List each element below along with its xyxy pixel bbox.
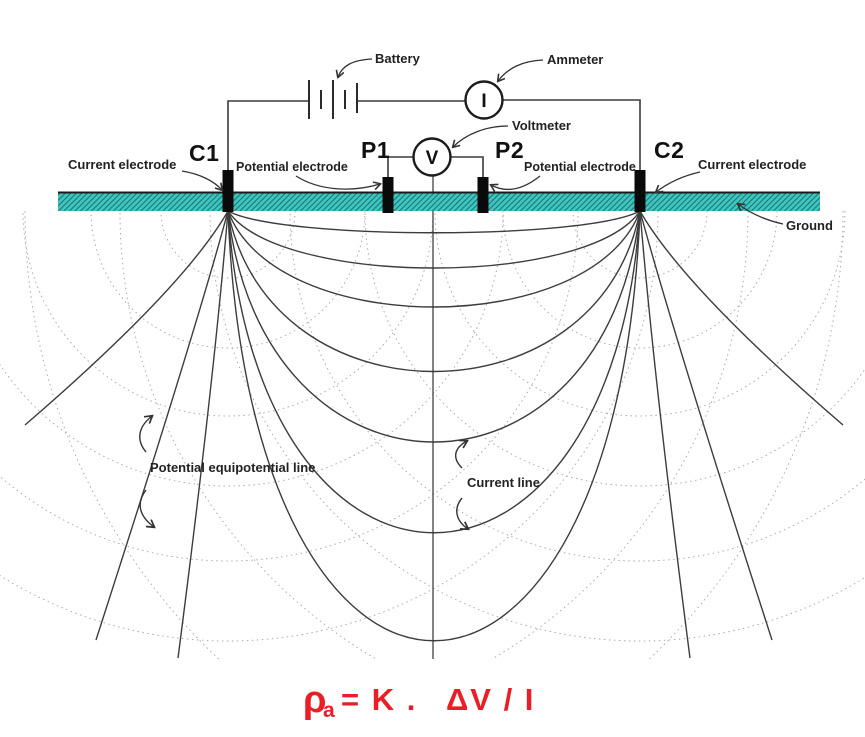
wire-voltmeter-to-p2 bbox=[450, 156, 484, 177]
p1-label: P1 bbox=[361, 137, 390, 163]
current-lines bbox=[227, 211, 641, 642]
ground-label: Ground bbox=[786, 218, 833, 233]
equipotential-lines-c2 bbox=[24, 211, 865, 659]
voltmeter-arrow bbox=[453, 125, 509, 147]
formula-mid: = K . bbox=[341, 682, 417, 717]
formula-subscript: a bbox=[323, 699, 335, 722]
potential-electrode-right-arrow bbox=[491, 175, 541, 189]
ammeter-symbol: I bbox=[481, 91, 486, 112]
battery-label: Battery bbox=[375, 51, 421, 66]
voltmeter-icon: V bbox=[412, 137, 452, 177]
electrode-p1 bbox=[382, 177, 394, 213]
battery-arrow bbox=[338, 58, 373, 77]
potential-electrode-left-arrow bbox=[295, 175, 380, 189]
voltmeter-symbol: V bbox=[426, 148, 439, 169]
wire-p1-to-voltmeter bbox=[387, 156, 414, 177]
ammeter-label: Ammeter bbox=[547, 52, 603, 67]
voltmeter-label: Voltmeter bbox=[512, 118, 571, 133]
equipotential-lower-arrow bbox=[139, 489, 154, 527]
electrode-p2 bbox=[477, 177, 489, 213]
equipotential-lines-c1 bbox=[0, 211, 844, 659]
equipotential-upper-arrow bbox=[139, 416, 152, 453]
c2-label: C2 bbox=[654, 137, 684, 163]
p2-label: P2 bbox=[495, 137, 524, 163]
current-line-label: Current line bbox=[467, 475, 540, 490]
formula-rho: ρ bbox=[303, 679, 327, 721]
apparent-resistivity-formula: ρ a = K . ΔV / I bbox=[303, 679, 535, 722]
current-flare-lines bbox=[24, 211, 844, 659]
current-line-lower-arrow bbox=[456, 497, 468, 529]
ammeter-icon: I bbox=[464, 80, 504, 120]
leader-arrows bbox=[139, 58, 784, 529]
equipotential-line-label: Potential equipotential line bbox=[150, 460, 315, 475]
ground-strip bbox=[58, 191, 820, 211]
ground-arrow bbox=[738, 204, 784, 225]
circuit-wires bbox=[227, 99, 641, 177]
current-electrode-right-label: Current electrode bbox=[698, 157, 806, 172]
electrode-c1 bbox=[222, 170, 234, 212]
current-line-upper-arrow bbox=[455, 441, 467, 469]
potential-electrode-left-label: Potential electrode bbox=[236, 160, 348, 174]
potential-electrode-right-label: Potential electrode bbox=[524, 160, 636, 174]
battery-icon bbox=[308, 80, 358, 119]
wire-c1-to-battery bbox=[227, 100, 309, 170]
formula-ratio: ΔV / I bbox=[446, 682, 535, 717]
ammeter-arrow bbox=[498, 59, 544, 81]
current-electrode-left-arrow bbox=[181, 170, 222, 190]
c1-label: C1 bbox=[189, 140, 219, 166]
electrode-c2 bbox=[634, 170, 646, 212]
current-electrode-left-label: Current electrode bbox=[68, 157, 176, 172]
current-electrode-right-arrow bbox=[656, 171, 701, 192]
wire-ammeter-to-c2 bbox=[502, 99, 641, 170]
